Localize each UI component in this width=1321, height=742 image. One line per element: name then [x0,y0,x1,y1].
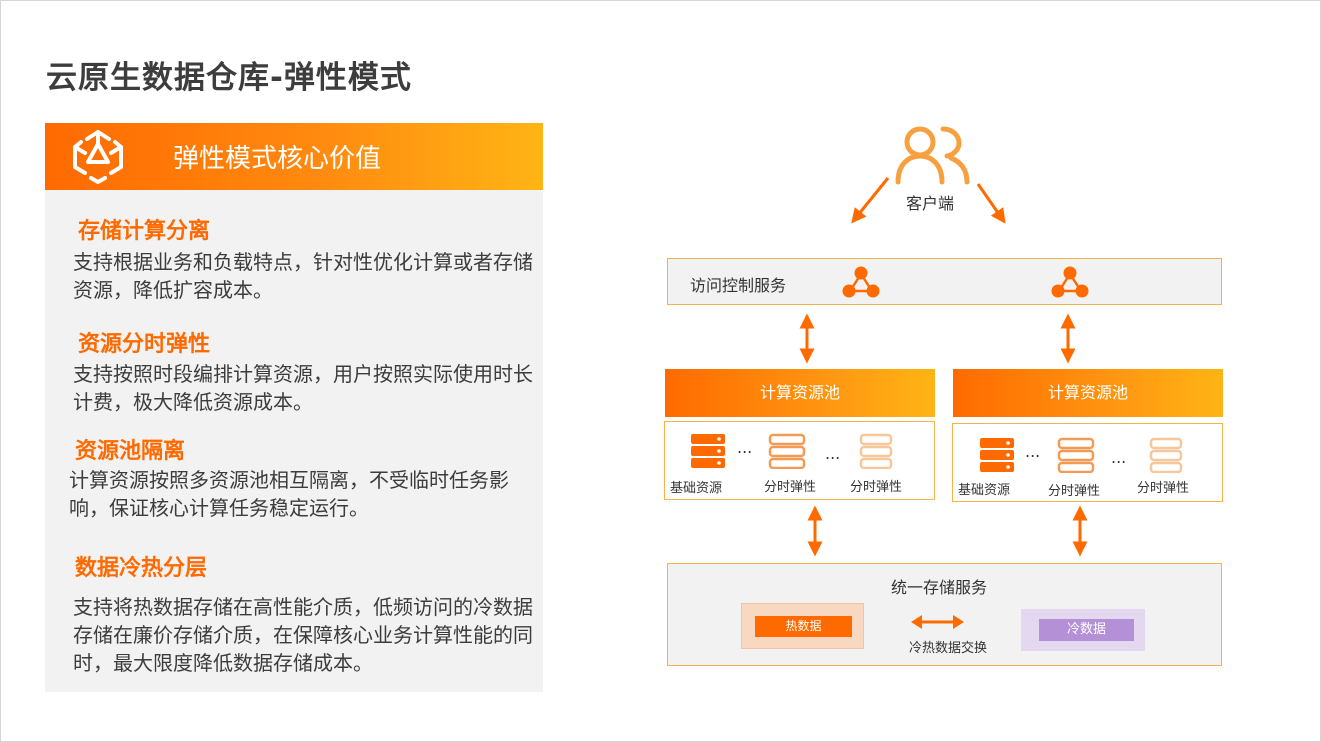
access-control-label: 访问控制服务 [690,276,787,295]
exchange-label: 冷热数据交换 [909,641,988,656]
unified-storage-service: 统一存储服务 热数据 冷热数据交换 冷数据 [667,563,1222,666]
section-body: 支持将热数据存储在高性能介质，低频访问的冷数据存储在廉价存储介质，在保障核心业务… [73,595,533,675]
node-cluster-icon [1051,266,1089,298]
elastic-resource-label: 分时弹性 [850,480,903,495]
node-cluster-icon [842,266,880,298]
page-title: 云原生数据仓库-弹性模式 [46,60,412,96]
panel-title: 弹性模式核心价值 [173,144,382,174]
section-heading: 资源池隔离 [75,439,186,464]
access-control-service: 访问控制服务 [667,258,1222,305]
panel-header: 弹性模式核心价值 [45,123,543,190]
compute-pool-resources: ... ... 基础资源 分时弹性 分时弹性 [664,421,935,500]
elastic-resource-label: 分时弹性 [1137,481,1190,496]
section-body: 支持根据业务和负载特点，针对性优化计算或者存储资源，降低扩容成本。 [73,250,533,302]
cold-data-block: 冷数据 [1021,609,1145,651]
section-body: 支持按照时段编排计算资源，用户按照实际使用时长计费，极大降低资源成本。 [73,362,533,414]
section-heading: 存储计算分离 [78,219,211,244]
compute-pool-header: 计算资源池 [665,369,935,417]
section-heading: 数据冷热分层 [75,556,208,581]
server-solid-icon [980,438,1014,472]
core-value-panel: 弹性模式核心价值 存储计算分离 支持根据业务和负载特点，针对性优化计算或者存储资… [45,123,543,692]
double-arrow-icon [911,615,964,629]
elastic-resource-label: 分时弹性 [764,480,817,495]
base-resource-label: 基础资源 [958,483,1011,498]
ellipsis: ... [1025,442,1041,461]
server-outline-icon [768,433,806,469]
storage-title: 统一存储服务 [891,578,988,597]
ellipsis: ... [1111,448,1127,467]
hot-data-label: 热数据 [755,616,852,637]
server-outline-icon [1149,437,1183,473]
hot-data-block: 热数据 [741,603,864,649]
cold-data-label: 冷数据 [1039,619,1134,641]
section-body: 计算资源按照多资源池相互隔离，不受临时任务影响，保证核心计算任务稳定运行。 [69,468,509,520]
logo-icon [73,130,123,184]
section-heading: 资源分时弹性 [78,332,211,357]
server-outline-icon [859,433,893,469]
base-resource-label: 基础资源 [670,481,723,496]
compute-pool-header: 计算资源池 [953,369,1223,417]
compute-pool-resources: ... ... 基础资源 分时弹性 分时弹性 [952,423,1223,502]
client-label: 客户端 [906,194,955,213]
ellipsis: ... [825,444,841,463]
server-solid-icon [691,434,725,468]
elastic-resource-label: 分时弹性 [1048,484,1101,499]
client-users-icon [895,126,970,185]
ellipsis: ... [737,438,753,457]
server-outline-icon [1057,437,1095,473]
